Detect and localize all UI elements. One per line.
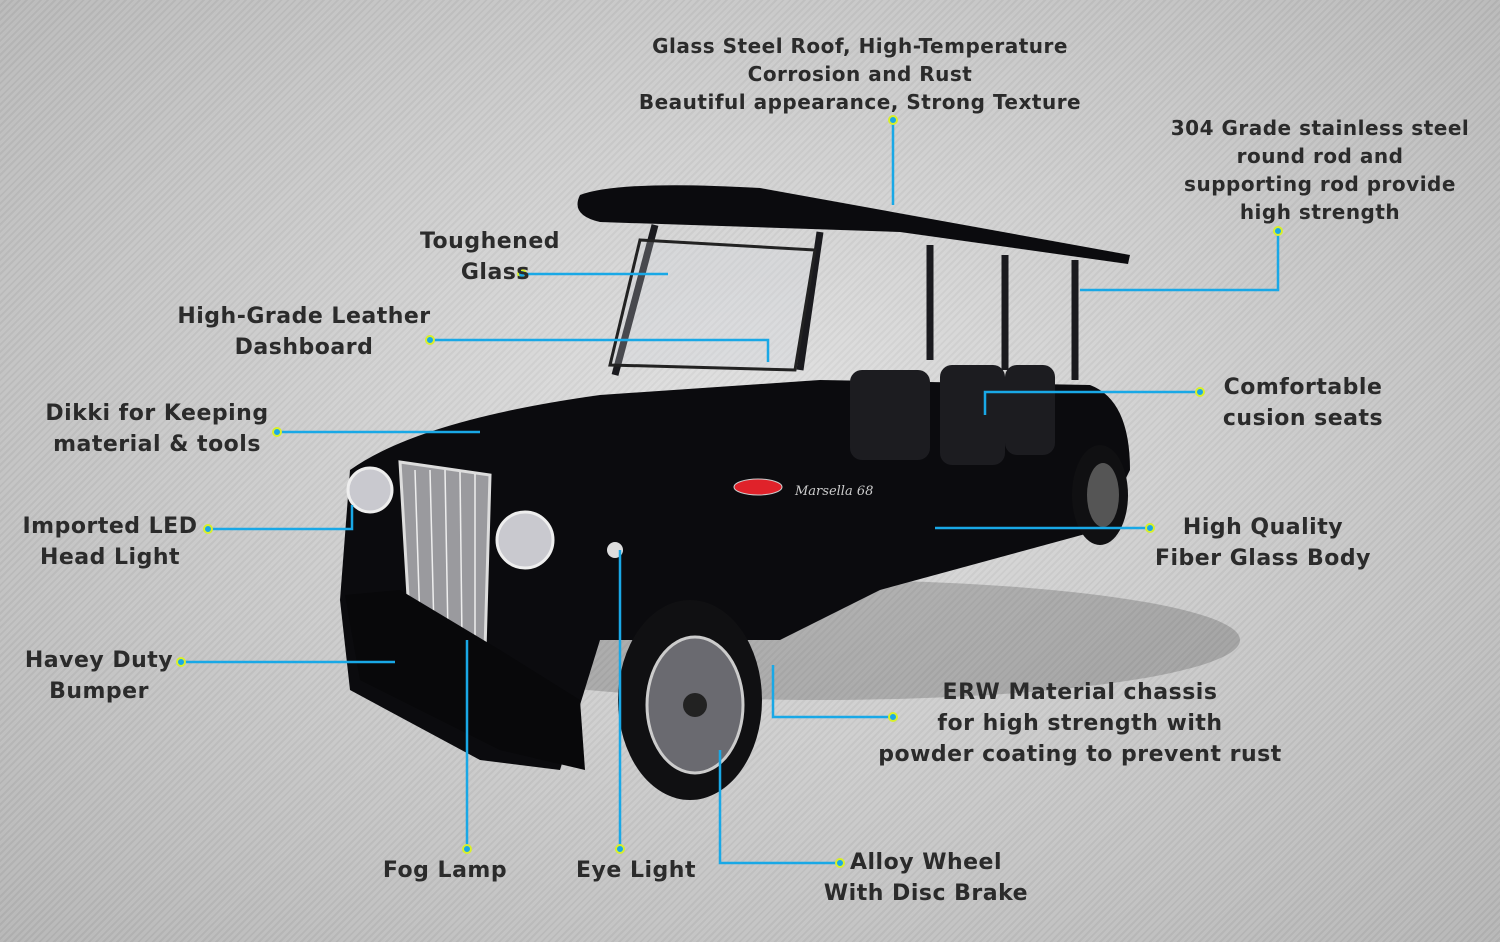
callout-line: Alloy Wheel <box>849 850 1003 875</box>
callout-headlight: Imported LED Head Light <box>10 511 210 573</box>
callout-dashboard: High-Grade Leather Dashboard <box>164 301 444 363</box>
seats <box>850 365 1055 465</box>
windshield <box>608 238 817 372</box>
callout-bumper: Havey Duty Bumper <box>9 645 189 707</box>
bumper <box>345 590 585 770</box>
callout-line: round rod and <box>1236 144 1404 168</box>
callout-roof: Glass Steel Roof, High-Temperature Corro… <box>630 32 1090 116</box>
callout-wheel: Alloy Wheel With Disc Brake <box>806 847 1046 909</box>
callout-line: supporting rod provide <box>1184 172 1456 196</box>
callout-foglamp: Fog Lamp <box>370 855 520 886</box>
callout-line: Bumper <box>49 679 149 704</box>
callout-line: With Disc Brake <box>823 881 1029 906</box>
callout-dikki: Dikki for Keeping material & tools <box>27 398 287 460</box>
callout-line: Eye Light <box>576 858 696 883</box>
callout-seats: Comfortable cusion seats <box>1203 372 1403 434</box>
callout-line: powder coating to prevent rust <box>878 742 1282 767</box>
callout-line: Glass <box>460 260 530 285</box>
callout-line: high strength <box>1239 200 1401 224</box>
callout-line: Toughened <box>419 229 560 254</box>
callout-body: High Quality Fiber Glass Body <box>1143 512 1383 574</box>
car-body <box>340 380 1130 770</box>
callout-line: Fog Lamp <box>382 858 508 883</box>
callout-line: cusion seats <box>1222 406 1384 431</box>
callout-line: Comfortable <box>1223 375 1383 400</box>
headlight-right <box>495 510 555 570</box>
callout-line: 304 Grade stainless steel <box>1170 116 1470 140</box>
grille-bars <box>414 469 476 645</box>
callout-line: Beautiful appearance, Strong Texture <box>638 90 1082 114</box>
callout-glass: Toughened Glass <box>395 226 560 288</box>
callout-line: material & tools <box>53 432 261 457</box>
callout-line: Dikki for Keeping <box>45 401 269 426</box>
roof-rods <box>611 224 1079 380</box>
callout-line: High Quality <box>1182 515 1344 540</box>
callout-rod: 304 Grade stainless steel round rod and … <box>1160 114 1480 226</box>
hub <box>683 693 707 717</box>
callout-line: Glass Steel Roof, High-Temperature <box>652 34 1068 58</box>
callout-line: ERW Material chassis <box>942 680 1218 705</box>
callout-line: Imported LED <box>22 514 198 539</box>
callout-line: Fiber Glass Body <box>1154 546 1371 571</box>
roof <box>577 185 1130 264</box>
car-badge: Marsella 68 <box>794 484 873 499</box>
callout-eyelight: Eye Light <box>561 855 711 886</box>
callout-chassis: ERW Material chassis for high strength w… <box>860 677 1300 770</box>
side-lamp <box>733 478 783 496</box>
callout-dots <box>176 115 1283 868</box>
callout-line: for high strength with <box>937 711 1223 736</box>
callout-line: Havey Duty <box>24 648 174 673</box>
callout-line: Dashboard <box>234 335 374 360</box>
rear-rim <box>1087 463 1119 527</box>
headlight-left <box>346 466 394 514</box>
callout-line: High-Grade Leather <box>177 304 431 329</box>
callout-line: Corrosion and Rust <box>747 62 973 86</box>
callout-line: Head Light <box>39 545 181 570</box>
